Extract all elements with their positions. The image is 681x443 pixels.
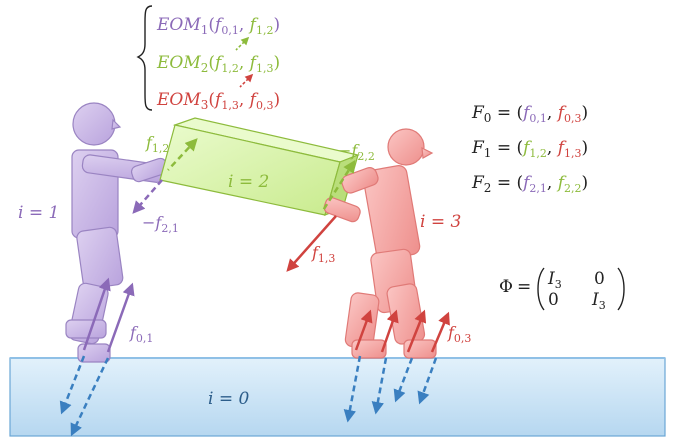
- phi-symbol: Φ=: [499, 277, 531, 297]
- eom-brace: [136, 5, 153, 111]
- label-i0: i = 0: [208, 389, 249, 409]
- arrow-ground-b: [70, 357, 110, 437]
- body-labels: i = 1 i = 2 i = 3 i = 0: [18, 172, 461, 409]
- robot-1-thigh: [76, 226, 124, 290]
- frames-block: F0 = (f0,1, f0,3) F1 = (f1,2, f1,3) F2 =…: [471, 103, 588, 195]
- arrow-f03-d: [430, 311, 450, 353]
- ground: [9, 357, 666, 437]
- robot-1: [65, 102, 169, 363]
- robot-3-foot-back: [351, 339, 387, 359]
- eom-3: EOM3(f1,3, f0,3): [156, 90, 280, 112]
- force-arrows: [59, 138, 450, 437]
- label-neg-f21: −f2,1: [142, 213, 179, 235]
- arrow-ground-a: [59, 355, 86, 415]
- frame-2: F2 = (f2,1, f2,2): [471, 173, 588, 195]
- robot-3-nose: [421, 146, 434, 159]
- label-f13: f1,3: [311, 243, 335, 265]
- eom-link-12: [235, 36, 250, 51]
- arrow-f01-a: [82, 277, 111, 351]
- label-i3: i = 3: [420, 212, 461, 232]
- arrow-f13: [286, 215, 337, 272]
- label-f12: f1,2: [145, 133, 169, 155]
- arrow-f03-a: [354, 309, 373, 351]
- label-i2: i = 2: [228, 172, 269, 192]
- label-neg-f22: −f2,2: [338, 141, 375, 163]
- phi-m21: 0: [548, 290, 559, 310]
- robot-1-head: [72, 102, 116, 146]
- robot-3-forearm: [323, 197, 361, 223]
- force-labels: f1,2 −f2,1 −f2,2 f1,3 f0,1 f0,3: [129, 133, 471, 345]
- eom-2: EOM2(f1,2, f1,3): [156, 53, 280, 75]
- eom-link-23: [239, 73, 254, 88]
- arrow-f03-b: [380, 309, 399, 353]
- eom-1: EOM1(f0,1, f1,2): [156, 15, 280, 37]
- phi-right-paren: [617, 267, 625, 311]
- label-i1: i = 1: [18, 203, 59, 223]
- arrow-f12: [167, 138, 198, 171]
- robot-1-foot-back: [65, 319, 107, 339]
- arrow-ground-d: [371, 357, 388, 415]
- arrow-f01-b: [106, 282, 135, 353]
- robot-3-head: [387, 128, 425, 166]
- phi-m11: I3: [547, 269, 562, 291]
- arrow-neg-f21: [132, 179, 163, 214]
- robot-3-upper-arm: [341, 167, 379, 194]
- robot-3: [323, 128, 437, 359]
- phi-block: Φ= I3 0 0 I3: [499, 267, 625, 312]
- arrow-ground-f: [417, 357, 438, 405]
- arrow-ground-e: [393, 357, 414, 403]
- ground-slab: [9, 357, 666, 437]
- phi-m22: I3: [591, 290, 606, 312]
- label-f03: f0,3: [447, 323, 471, 345]
- robot-1-foot-front: [77, 343, 111, 363]
- phi-m12: 0: [594, 269, 605, 289]
- eom-block: EOM1(f0,1, f1,2) EOM2(f1,2, f1,3) EOM3(f…: [136, 5, 280, 112]
- label-f01: f0,1: [129, 323, 153, 345]
- phi-left-paren: [537, 267, 545, 311]
- robot-3-shin-front: [386, 283, 426, 345]
- arrow-f03-c: [406, 309, 427, 353]
- frame-1: F1 = (f1,2, f1,3): [471, 138, 588, 160]
- robot-1-nose: [111, 118, 122, 130]
- arrow-ground-c: [343, 355, 362, 423]
- frame-0: F0 = (f0,1, f0,3): [471, 103, 588, 125]
